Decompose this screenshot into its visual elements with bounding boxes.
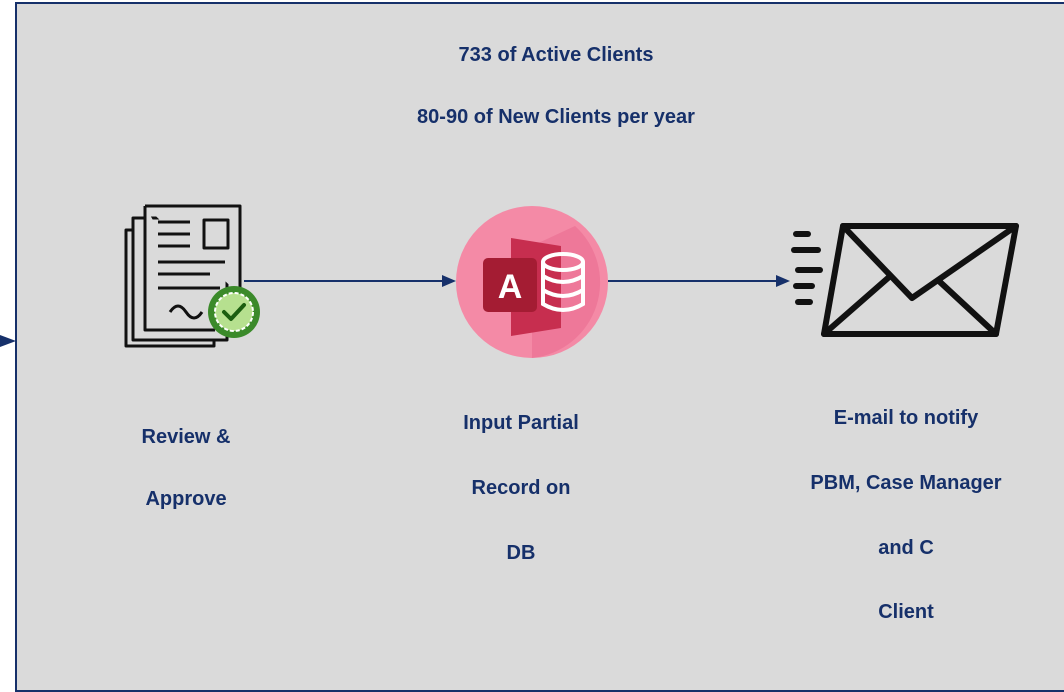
svg-text:A: A	[498, 268, 523, 306]
email-envelope-icon	[791, 223, 1019, 337]
step-review-line2: Approve	[145, 488, 227, 510]
step-db-line2: Record on	[471, 477, 571, 499]
step-email-line3: and C	[878, 537, 934, 559]
step-review-line1: Review &	[141, 426, 231, 448]
arrowhead-email	[776, 275, 790, 287]
document-approved-icon	[124, 204, 260, 348]
step-email-line1: E-mail to notify	[833, 407, 979, 429]
active-clients-label: 733 of Active Clients	[458, 44, 654, 66]
incoming-arrow	[0, 335, 16, 347]
new-clients-label: 80-90 of New Clients per year	[417, 106, 695, 128]
step-email-line2: PBM, Case Manager	[810, 472, 1002, 494]
approval-seal-icon	[208, 286, 260, 338]
step-email-line4: Client	[878, 601, 934, 623]
database-app-icon: A	[456, 206, 608, 358]
step-db-line1: Input Partial	[463, 412, 579, 434]
arrowhead-db	[442, 275, 456, 287]
flow-connectors	[244, 275, 790, 287]
step-db-line3: DB	[506, 542, 536, 564]
